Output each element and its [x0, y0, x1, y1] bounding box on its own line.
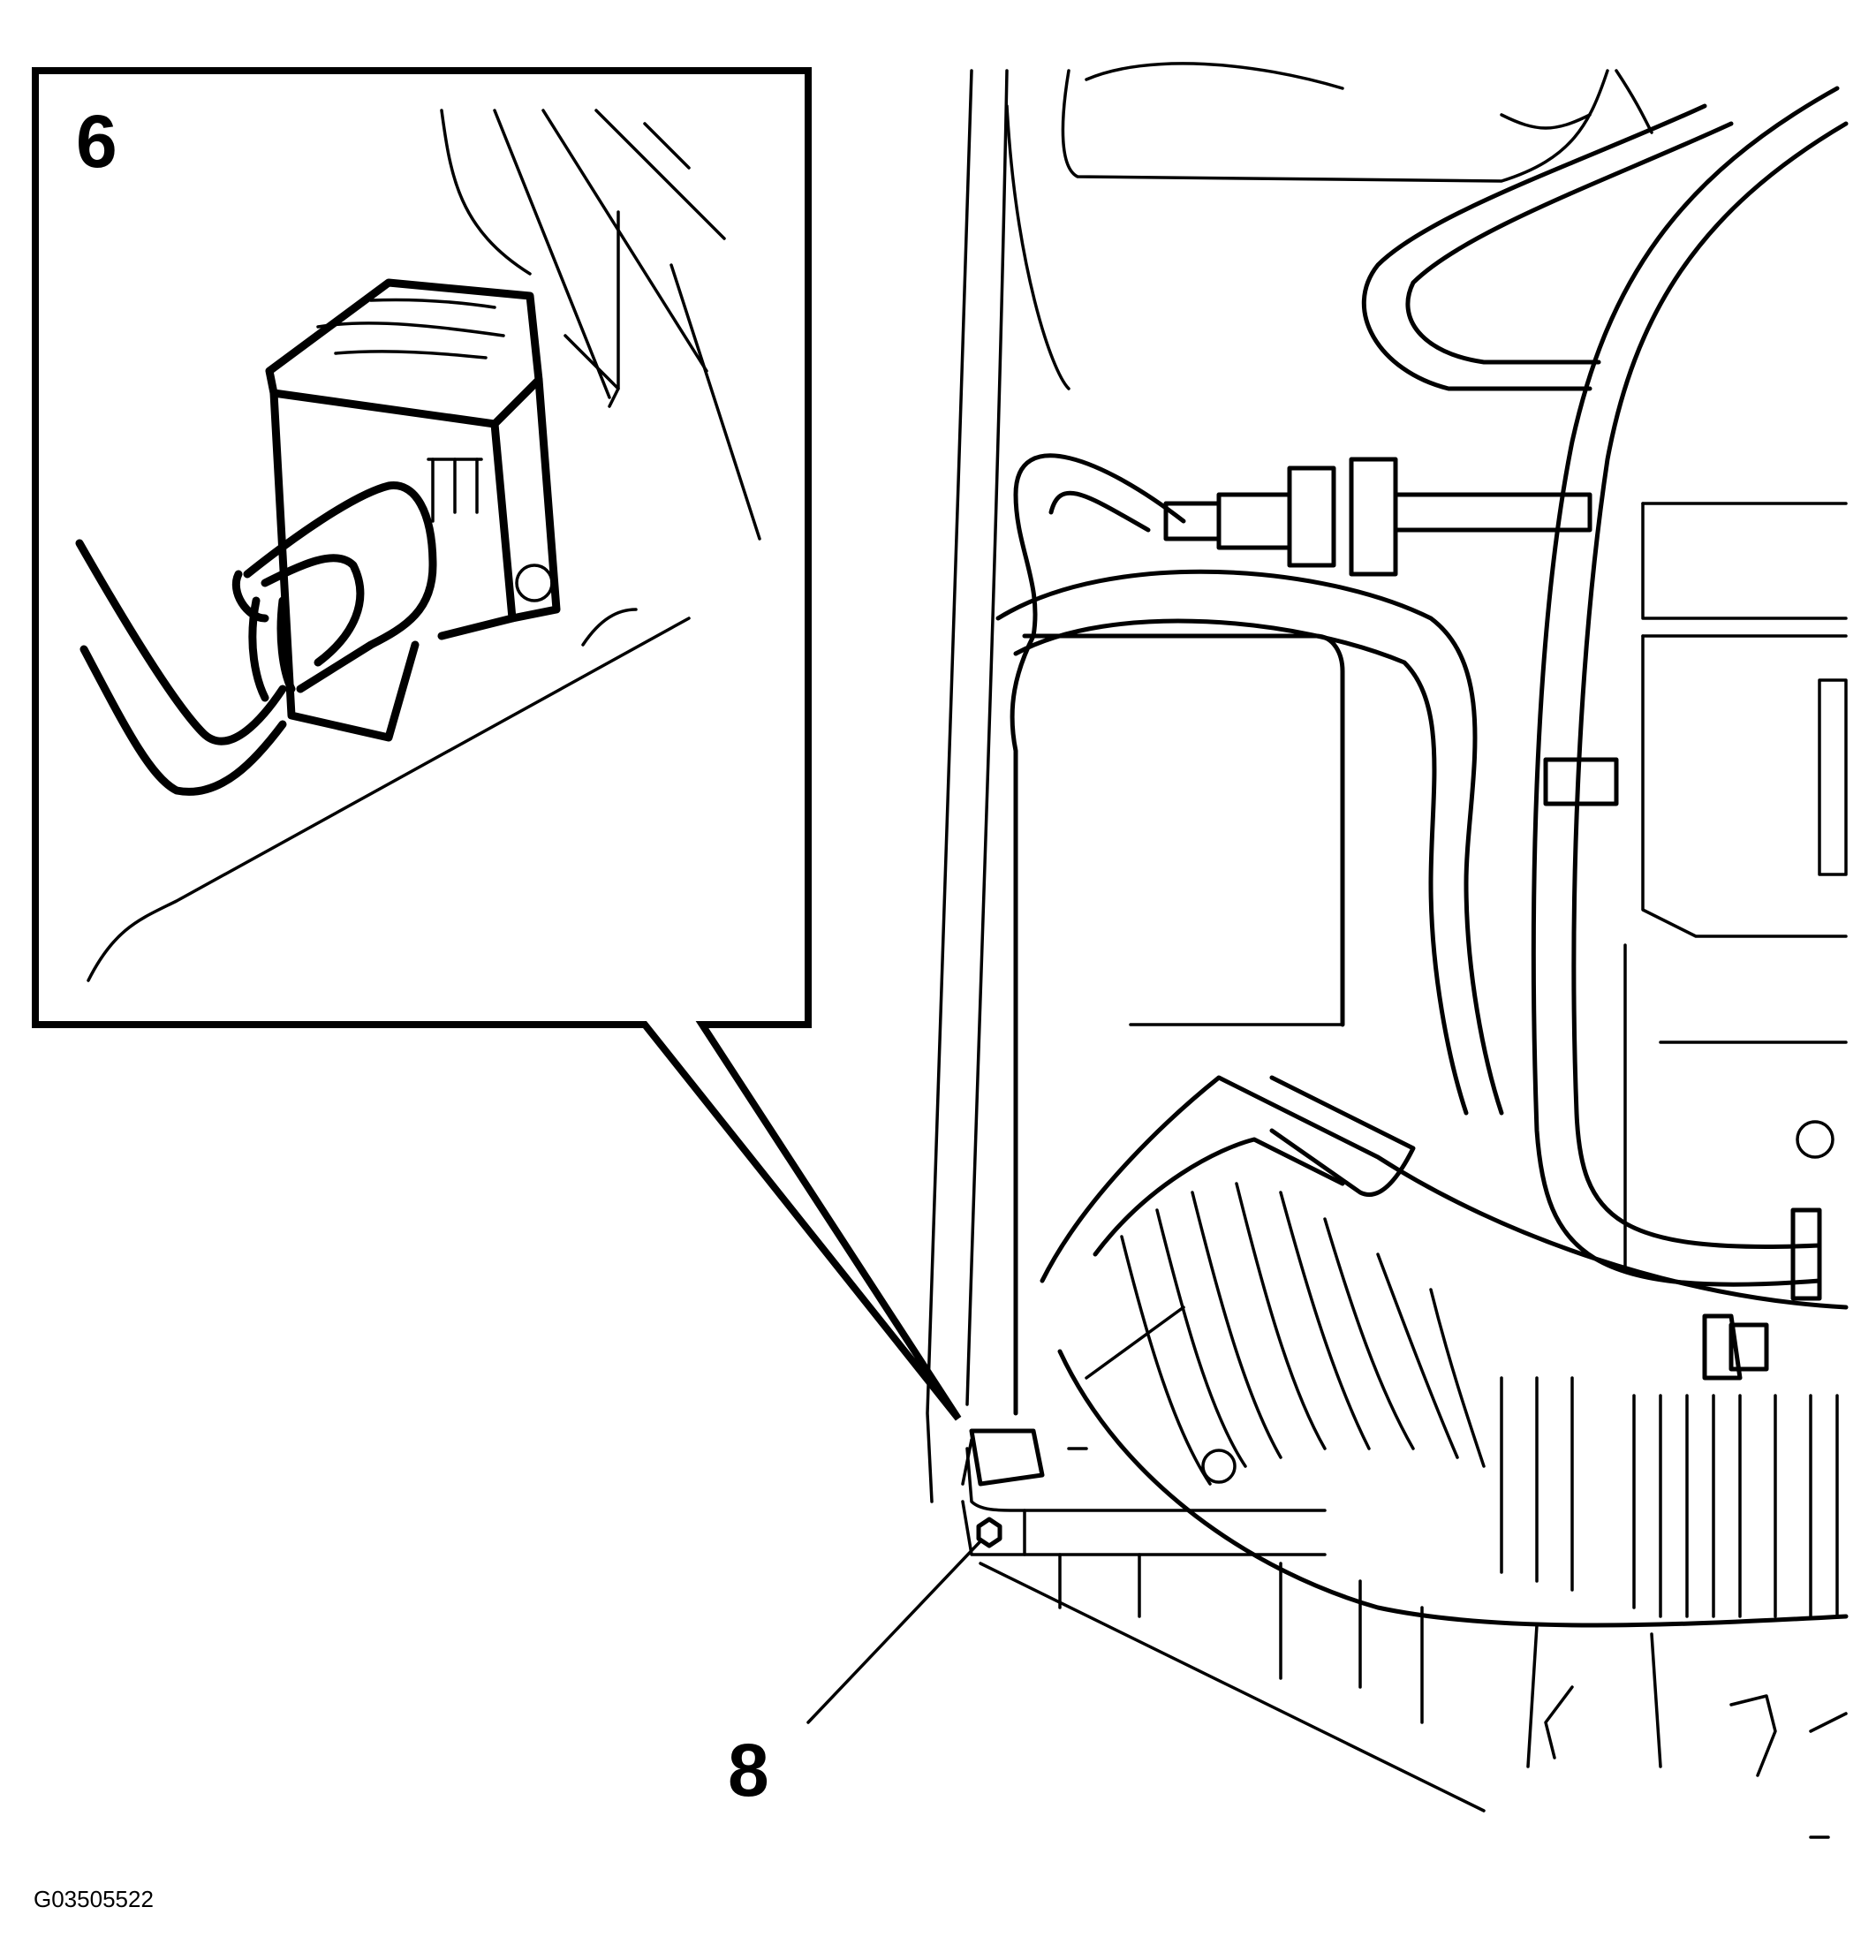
corrugated-duct-ribs — [1120, 1182, 1839, 1618]
callout-label-8: 8 — [728, 1729, 769, 1812]
callout-label-6: 6 — [76, 100, 117, 183]
leader-line-8 — [806, 1540, 982, 1724]
connector-detail — [75, 109, 761, 982]
figure-id: G03505522 — [34, 1886, 154, 1912]
engine-bay-drawing — [926, 62, 1849, 1839]
inset-callout-frame — [32, 67, 962, 1421]
